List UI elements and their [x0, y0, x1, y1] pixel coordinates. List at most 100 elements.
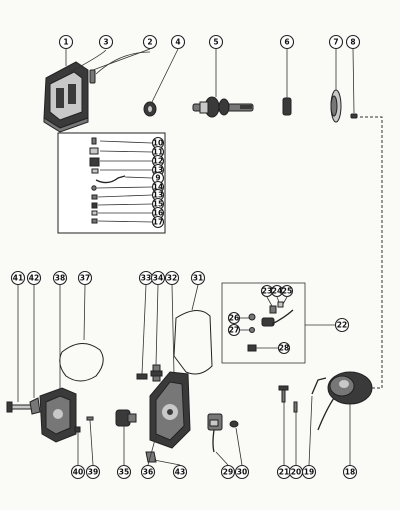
svg-text:38: 38 — [55, 274, 65, 283]
svg-text:13: 13 — [153, 191, 163, 200]
leader-lines — [17, 48, 355, 466]
callout-43: 43 — [172, 464, 188, 480]
callout-16: 16 — [151, 206, 165, 220]
svg-text:34: 34 — [153, 274, 163, 283]
svg-text:7: 7 — [333, 38, 338, 47]
svg-text:12: 12 — [153, 157, 163, 166]
svg-text:28: 28 — [279, 344, 289, 353]
part-34-connector — [150, 364, 163, 382]
svg-text:33: 33 — [141, 274, 151, 283]
part-41-bolt — [6, 401, 33, 413]
svg-text:37: 37 — [80, 274, 90, 283]
part-1-rotor-housing — [43, 61, 89, 133]
callout-2: 2 — [142, 34, 158, 50]
svg-text:4: 4 — [175, 38, 180, 47]
callout-30: 30 — [234, 464, 250, 480]
svg-text:35: 35 — [119, 468, 129, 477]
part-35-coupling — [115, 409, 137, 427]
callout-28: 28 — [277, 341, 291, 355]
callout-19: 19 — [301, 464, 317, 480]
callout-33: 33 — [138, 270, 154, 286]
svg-text:1: 1 — [63, 38, 68, 47]
part-8-screw — [350, 113, 358, 119]
svg-text:32: 32 — [167, 274, 177, 283]
callout-17: 17 — [151, 215, 165, 229]
svg-text:5: 5 — [213, 38, 218, 47]
part-5-shaft — [192, 96, 254, 118]
part-19-wire — [311, 377, 327, 395]
callout-18: 18 — [342, 464, 358, 480]
svg-text:21: 21 — [279, 468, 289, 477]
callout-38: 38 — [52, 270, 68, 286]
svg-text:17: 17 — [153, 218, 163, 227]
callout-27: 27 — [227, 323, 241, 337]
callout-41: 41 — [10, 270, 26, 286]
callout-29: 29 — [220, 464, 236, 480]
svg-text:14: 14 — [153, 183, 163, 192]
callout-20: 20 — [288, 464, 304, 480]
svg-text:29: 29 — [223, 468, 233, 477]
svg-text:36: 36 — [143, 468, 153, 477]
svg-text:16: 16 — [153, 209, 163, 218]
callout-36: 36 — [140, 464, 156, 480]
callout-42: 42 — [26, 270, 42, 286]
callout-4: 4 — [170, 34, 186, 50]
part-7-plate — [330, 89, 342, 123]
callout-40: 40 — [70, 464, 86, 480]
svg-text:31: 31 — [193, 274, 203, 283]
callout-7: 7 — [328, 34, 344, 50]
svg-text:11: 11 — [153, 148, 163, 157]
part-32-main-housing — [149, 371, 191, 449]
svg-text:23: 23 — [262, 287, 272, 296]
callout-31: 31 — [190, 270, 206, 286]
part-31-gasket — [173, 310, 213, 375]
svg-text:19: 19 — [304, 468, 314, 477]
part-2-pin — [89, 69, 96, 84]
svg-text:40: 40 — [73, 468, 83, 477]
part-38-housing — [39, 387, 77, 443]
svg-text:8: 8 — [350, 38, 355, 47]
svg-text:42: 42 — [29, 274, 39, 283]
svg-text:10: 10 — [153, 139, 163, 148]
part-42-clip — [29, 397, 41, 415]
detail-box — [57, 132, 166, 234]
part-29-switch — [207, 413, 223, 453]
svg-text:15: 15 — [153, 200, 163, 209]
callout-22: 22 — [334, 317, 350, 333]
svg-text:27: 27 — [229, 326, 239, 335]
svg-text:39: 39 — [88, 468, 98, 477]
callout-34: 34 — [150, 270, 166, 286]
part-20-pin — [293, 401, 298, 413]
part-4-nut — [143, 101, 157, 117]
callout-10: 10 — [151, 136, 165, 150]
callout-5: 5 — [208, 34, 224, 50]
part-6-bushing — [282, 97, 292, 116]
svg-text:22: 22 — [337, 321, 347, 330]
svg-text:18: 18 — [345, 468, 355, 477]
svg-text:43: 43 — [175, 468, 185, 477]
svg-text:13: 13 — [153, 166, 163, 175]
svg-text:26: 26 — [229, 314, 239, 323]
callout-35: 35 — [116, 464, 132, 480]
part-22-brush-assembly — [221, 282, 335, 364]
connection-line — [360, 116, 383, 389]
callout-21: 21 — [276, 464, 292, 480]
svg-text:25: 25 — [282, 287, 292, 296]
part-33-bolt — [136, 373, 148, 380]
svg-text:41: 41 — [13, 274, 23, 283]
callout-1: 1 — [58, 34, 74, 50]
svg-text:9: 9 — [155, 174, 160, 183]
callout-39: 39 — [85, 464, 101, 480]
svg-text:3: 3 — [103, 38, 108, 47]
part-30-cap — [229, 420, 239, 428]
part-37-gasket — [59, 343, 104, 382]
part-21-screw — [278, 385, 289, 403]
callout-3: 3 — [98, 34, 114, 50]
svg-text:24: 24 — [272, 287, 282, 296]
part-18-motor — [317, 371, 373, 431]
svg-text:30: 30 — [237, 468, 247, 477]
callout-32: 32 — [164, 270, 180, 286]
svg-text:20: 20 — [291, 468, 301, 477]
callout-25: 25 — [280, 284, 294, 298]
